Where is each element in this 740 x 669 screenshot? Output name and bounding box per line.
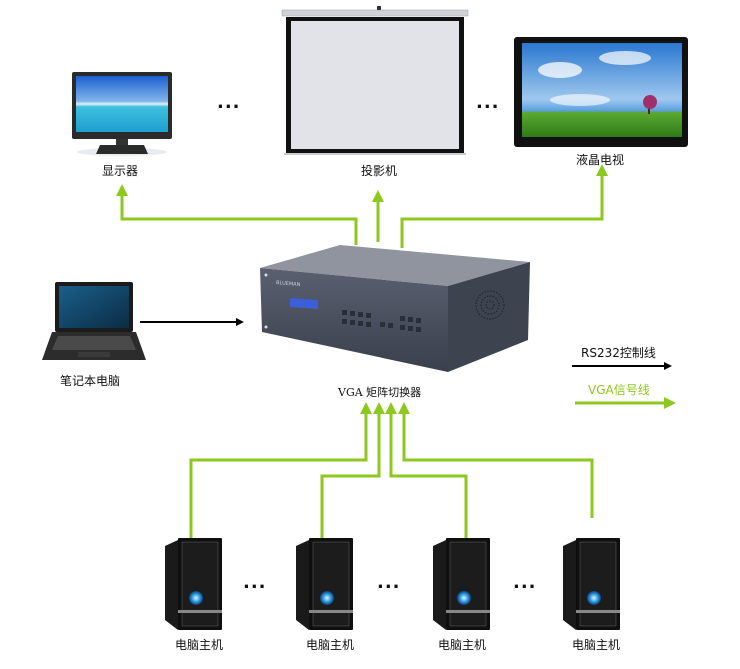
ellipsis-host-3: ... [513, 572, 537, 593]
host-pc-1-label: 电脑主机 [175, 638, 223, 652]
monitor-label: 显示器 [102, 164, 138, 178]
host-pc-1: 电脑主机 [165, 538, 223, 652]
ellipsis-host-2: ... [377, 572, 401, 593]
svg-text:BLUEMAN: BLUEMAN [276, 280, 301, 288]
vga-input-lines [189, 402, 594, 538]
host-pc-2: 电脑主机 [296, 538, 354, 652]
vga-line-from-host-4 [398, 402, 594, 518]
vga-output-lines [116, 164, 608, 248]
ellipsis-display-2: ... [476, 92, 500, 113]
vga-line-to-monitor [116, 184, 358, 245]
vga-line-from-host-1 [189, 402, 372, 538]
vga-line-from-host-2 [320, 402, 385, 538]
laptop-label: 笔记本电脑 [60, 373, 120, 388]
lcd-tv-label: 液晶电视 [576, 152, 624, 167]
projector-screen-device: 投影机 [281, 6, 469, 178]
lcd-tv-device: 液晶电视 [514, 37, 688, 167]
switcher-label: VGA 矩阵切换器 [337, 385, 421, 399]
monitor-device: 显示器 [72, 72, 172, 178]
host-pc-4: 电脑主机 [563, 538, 620, 652]
laptop-device: 笔记本电脑 [42, 282, 146, 388]
host-pc-3-label: 电脑主机 [438, 638, 486, 652]
ellipsis-host-1: ... [243, 572, 267, 593]
legend: RS232控制线 VGA信号线 [572, 346, 676, 409]
vga-line-to-tv [400, 164, 608, 248]
host-pc-2-label: 电脑主机 [306, 638, 354, 652]
ellipsis-display-1: ... [217, 92, 241, 113]
vga-matrix-switcher-device: BLUEMAN VGA 矩阵切换器 [260, 245, 530, 399]
host-pc-4-label: 电脑主机 [572, 638, 620, 652]
host-pc-3: 电脑主机 [433, 538, 490, 652]
legend-rs232-label: RS232控制线 [581, 346, 656, 360]
vga-line-from-host-3 [385, 402, 468, 538]
projector-label: 投影机 [361, 163, 397, 178]
legend-vga-label: VGA信号线 [588, 383, 650, 397]
